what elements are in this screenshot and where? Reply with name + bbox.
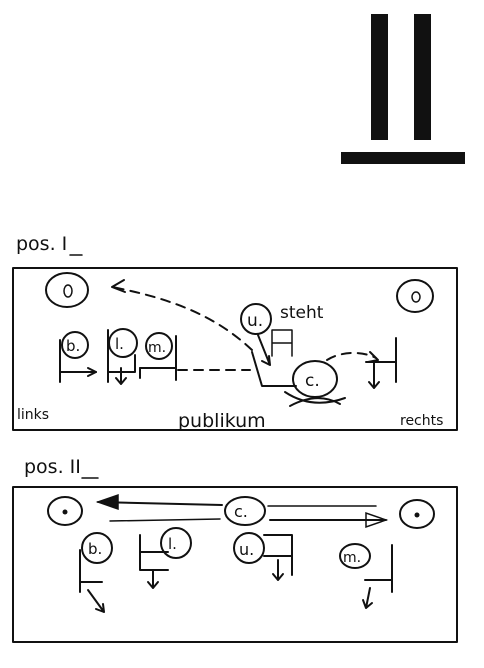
actor-m2-label: m. bbox=[343, 550, 361, 566]
pos-2-frame bbox=[12, 486, 458, 643]
actor-u2-label: u. bbox=[239, 540, 254, 559]
stage-target-top-left bbox=[45, 272, 89, 308]
path-to-left-target bbox=[111, 286, 253, 351]
actor-u-pos2: u. bbox=[233, 532, 293, 581]
actor-m-label: m. bbox=[148, 340, 166, 356]
label-rechts: rechts bbox=[400, 413, 443, 429]
path-to-right bbox=[326, 352, 377, 361]
pos-2-title: pos. II bbox=[24, 456, 81, 478]
note-steht: steht bbox=[280, 303, 324, 323]
actor-m-pos1: m. bbox=[139, 332, 177, 381]
actor-c-pos2: c. bbox=[224, 496, 266, 526]
label-links: links bbox=[17, 407, 49, 423]
actor-l-pos1: l. bbox=[107, 328, 138, 385]
actor-c-label: c. bbox=[305, 371, 320, 391]
actor-u-pos1: u. bbox=[240, 303, 293, 366]
stage-target-right-pos2 bbox=[399, 499, 435, 529]
actor-b2-label: b. bbox=[88, 540, 102, 558]
arrows-left-pos2 bbox=[95, 493, 223, 522]
arrowhead-left-target bbox=[111, 279, 126, 293]
chair-right-pos1 bbox=[365, 337, 397, 389]
numeral-bar-left bbox=[371, 14, 388, 140]
actor-m-pos2: m. bbox=[339, 543, 393, 609]
pos-1-panel: b. l. m. u. steht c. bbox=[12, 267, 458, 432]
actor-b-pos2: b. bbox=[79, 532, 113, 613]
actor-l2-label: l. bbox=[168, 535, 177, 553]
roman-numeral-ii-glyph bbox=[341, 14, 465, 164]
actor-b-label: b. bbox=[66, 337, 80, 355]
actor-b-pos1: b. bbox=[59, 331, 97, 383]
arrows-right-pos2 bbox=[267, 505, 389, 529]
stage-target-left-pos2 bbox=[47, 496, 83, 526]
numeral-bar-right bbox=[414, 14, 431, 140]
actor-l-pos2: l. bbox=[139, 527, 192, 589]
stage-target-top-right bbox=[396, 279, 434, 313]
pos-2-panel: c. b. l. u. bbox=[12, 486, 458, 643]
pos-1-title: pos. I bbox=[16, 233, 67, 255]
label-publikum: publikum bbox=[178, 410, 266, 432]
pos-1-frame bbox=[12, 267, 458, 431]
actor-u-label: u. bbox=[247, 311, 263, 331]
actor-c-pos1: c. bbox=[251, 351, 346, 407]
numeral-base bbox=[341, 152, 465, 164]
actor-c2-label: c. bbox=[234, 502, 248, 521]
actor-l-label: l. bbox=[115, 335, 124, 353]
